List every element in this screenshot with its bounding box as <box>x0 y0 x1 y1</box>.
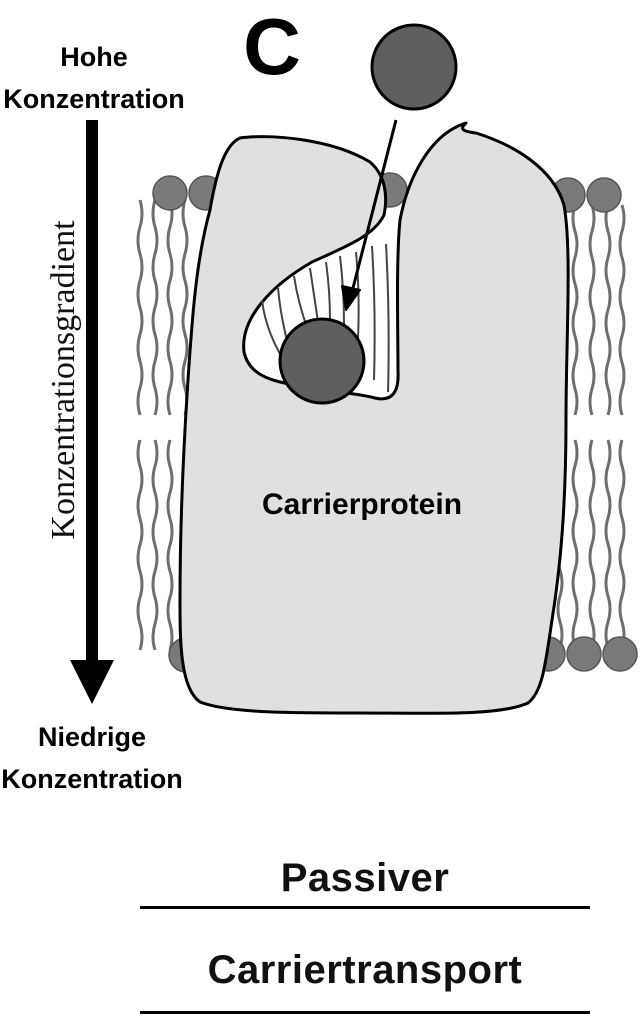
gradient-arrow-head <box>70 660 114 704</box>
title-rule-top <box>140 906 590 909</box>
groove-hatch-line <box>355 251 360 339</box>
gradient-label: Konzentrationsgradient <box>45 220 82 540</box>
lipid-tail <box>604 439 612 649</box>
high-concentration-line1: Hohe <box>60 42 128 72</box>
groove-hatch-line <box>371 245 376 381</box>
lipid-tail <box>571 204 579 416</box>
lipid-tail <box>588 439 596 649</box>
transport-arrow-head <box>341 285 361 311</box>
lipid-tail <box>151 199 159 416</box>
lipid-tail <box>166 439 174 651</box>
title-rule-bottom <box>140 1011 590 1014</box>
lipid-tail <box>571 439 579 649</box>
lipid-tail <box>136 199 144 416</box>
groove-hatch-line <box>325 261 331 321</box>
protein-label: Carrierprotein <box>262 488 462 521</box>
lipid-head <box>586 177 622 213</box>
low-concentration-line2: Konzentration <box>1 764 183 794</box>
gradient-arrow-shaft <box>86 120 98 665</box>
groove-hatch-line <box>385 243 390 393</box>
lipid-tail <box>151 439 159 651</box>
low-concentration-line1: Niedrige <box>38 722 146 752</box>
carrier-protein <box>178 121 570 715</box>
molecule-outside <box>370 23 458 111</box>
title-line2: Carriertransport <box>207 948 523 992</box>
panel-label: C <box>243 2 301 91</box>
lipid-head <box>602 636 638 672</box>
lipid-tail <box>181 199 189 416</box>
lipid-head <box>152 175 188 211</box>
title-line1: Passiver <box>280 856 450 900</box>
groove-hatch-line <box>309 267 319 323</box>
lipid-tail <box>166 199 174 416</box>
lipid-tail <box>588 204 596 416</box>
lipid-tail <box>618 204 626 416</box>
lipid-tail <box>618 439 626 649</box>
molecule-bound <box>278 317 366 405</box>
lipid-tail <box>136 439 144 651</box>
transport-arrow-shaft <box>350 119 398 293</box>
lipid-head <box>566 636 602 672</box>
lipid-tail <box>604 204 612 416</box>
high-concentration-line2: Konzentration <box>3 84 185 114</box>
